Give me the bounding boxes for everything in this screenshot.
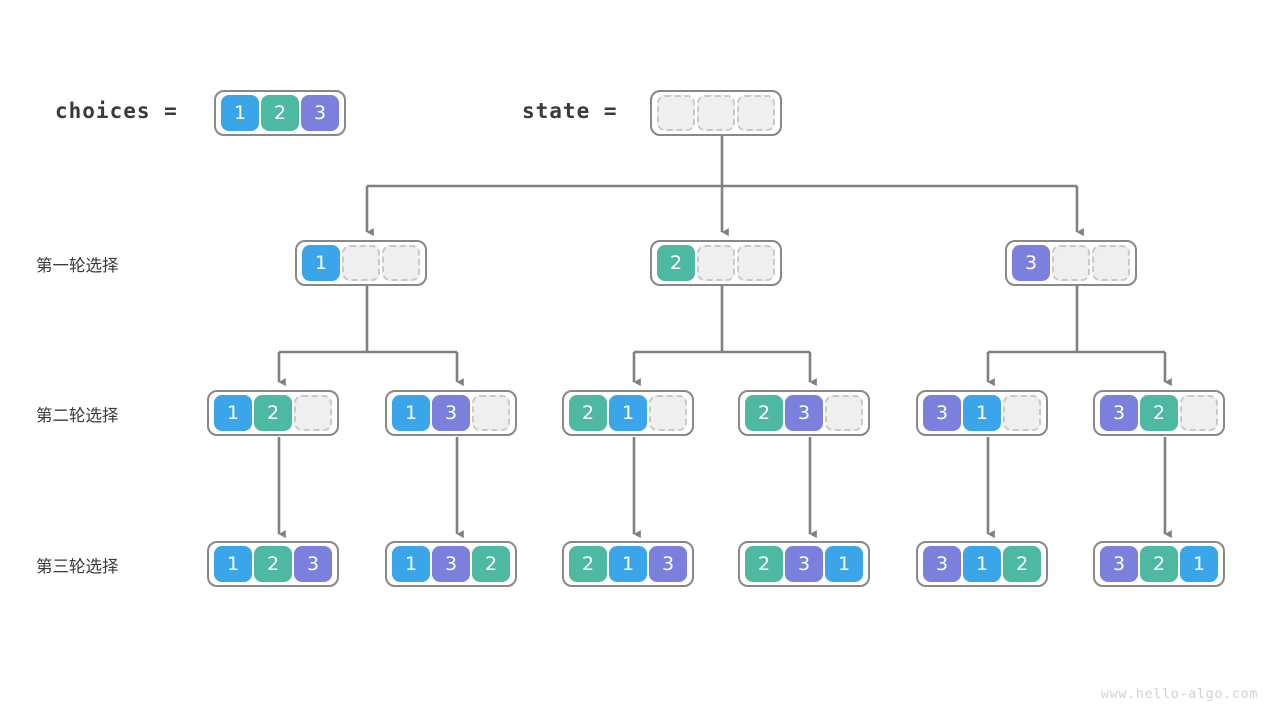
array-cell-filled: 3	[301, 95, 339, 131]
array-cell-empty	[737, 245, 775, 281]
state-label: state =	[522, 99, 618, 123]
array-cell-filled: 2	[254, 546, 292, 582]
round1-node-2: 2	[650, 240, 782, 286]
array-cell-empty	[697, 245, 735, 281]
array-cell-filled: 1	[825, 546, 863, 582]
array-cell-filled: 3	[649, 546, 687, 582]
array-cell-filled: 2	[569, 395, 607, 431]
array-cell-filled: 3	[785, 546, 823, 582]
array-cell-filled: 1	[392, 546, 430, 582]
array-cell-filled: 1	[609, 395, 647, 431]
array-cell-filled: 3	[432, 395, 470, 431]
array-cell-empty	[697, 95, 735, 131]
row-label-round-1: 第一轮选择	[36, 256, 119, 275]
array-cell-empty	[1052, 245, 1090, 281]
array-cell-filled: 1	[609, 546, 647, 582]
array-cell-filled: 1	[302, 245, 340, 281]
array-cell-filled: 2	[745, 395, 783, 431]
array-cell-filled: 2	[254, 395, 292, 431]
array-cell-empty	[294, 395, 332, 431]
array-cell-filled: 1	[963, 395, 1001, 431]
array-cell-filled: 1	[221, 95, 259, 131]
array-cell-empty	[1180, 395, 1218, 431]
watermark: www.hello-algo.com	[1100, 686, 1258, 702]
array-cell-empty	[737, 95, 775, 131]
array-cell-empty	[649, 395, 687, 431]
array-cell-filled: 2	[569, 546, 607, 582]
array-cell-filled: 2	[261, 95, 299, 131]
array-cell-filled: 2	[1140, 395, 1178, 431]
array-cell-filled: 3	[432, 546, 470, 582]
array-cell-filled: 3	[1100, 546, 1138, 582]
array-cell-filled: 1	[1180, 546, 1218, 582]
array-cell-filled: 3	[785, 395, 823, 431]
array-cell-empty	[382, 245, 420, 281]
array-cell-filled: 1	[214, 395, 252, 431]
array-cell-filled: 3	[294, 546, 332, 582]
array-cell-filled: 2	[472, 546, 510, 582]
array-cell-filled: 3	[923, 395, 961, 431]
array-cell-empty	[825, 395, 863, 431]
array-cell-empty	[472, 395, 510, 431]
array-cell-filled: 2	[1140, 546, 1178, 582]
array-cell-empty	[657, 95, 695, 131]
array-cell-empty	[1003, 395, 1041, 431]
round1-node-1: 1	[295, 240, 427, 286]
array-cell-filled: 3	[1100, 395, 1138, 431]
array-cell-filled: 1	[963, 546, 1001, 582]
row-label-round-2: 第二轮选择	[36, 406, 119, 425]
array-cell-filled: 2	[745, 546, 783, 582]
array-cell-filled: 1	[392, 395, 430, 431]
array-cell-filled: 2	[1003, 546, 1041, 582]
row-label-round-3: 第三轮选择	[36, 557, 119, 576]
array-cell-filled: 3	[923, 546, 961, 582]
array-cell-empty	[342, 245, 380, 281]
state-array-node	[650, 90, 782, 136]
choices-label: choices =	[55, 99, 178, 123]
array-cell-filled: 1	[214, 546, 252, 582]
array-cell-empty	[1092, 245, 1130, 281]
array-cell-filled: 2	[657, 245, 695, 281]
array-cell-filled: 3	[1012, 245, 1050, 281]
round1-node-3: 3	[1005, 240, 1137, 286]
